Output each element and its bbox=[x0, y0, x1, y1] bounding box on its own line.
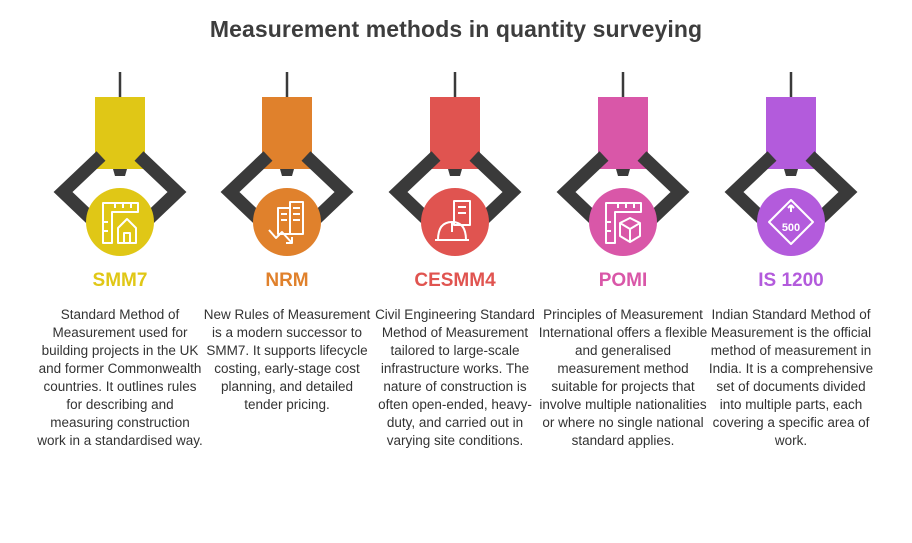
claw-graphic bbox=[220, 72, 354, 256]
sign-number: 500 bbox=[782, 222, 800, 234]
method-description: Principles of Measurement International … bbox=[538, 307, 708, 448]
method-name: NRM bbox=[265, 270, 309, 291]
claw-graphic bbox=[556, 72, 690, 256]
hardhat-building-icon bbox=[435, 200, 471, 241]
method-description: New Rules of Measurement is a modern suc… bbox=[203, 307, 371, 412]
method-card-is1200: 500 IS 1200 Indian Standard Method of Me… bbox=[706, 0, 876, 543]
ruler-house-icon bbox=[102, 202, 139, 244]
method-card-smm7: SMM7 Standard Method of Measurement used… bbox=[35, 0, 205, 543]
method-card-nrm: NRM New Rules of Measurement is a modern… bbox=[202, 0, 372, 543]
method-name: POMI bbox=[598, 270, 648, 291]
building-chart-icon bbox=[268, 201, 304, 244]
method-card-pomi: POMI Principles of Measurement Internati… bbox=[538, 0, 708, 543]
claw-graphic bbox=[388, 72, 522, 256]
method-name: SMM7 bbox=[92, 270, 148, 291]
claw-graphic bbox=[53, 72, 187, 256]
method-description: Standard Method of Measurement used for … bbox=[37, 307, 203, 448]
method-description: Civil Engineering Standard Method of Mea… bbox=[375, 307, 535, 448]
ruler-cube-icon bbox=[605, 202, 642, 244]
claw-graphic: 500 bbox=[724, 72, 858, 256]
sign-500-icon: 500 bbox=[768, 199, 814, 245]
method-name: IS 1200 bbox=[758, 270, 824, 291]
method-name: CESMM4 bbox=[414, 270, 496, 291]
diagram-title: Measurement methods in quantity surveyin… bbox=[209, 16, 703, 42]
method-description: Indian Standard Method of Measurement is… bbox=[708, 307, 874, 448]
method-card-cesmm4: CESMM4 Civil Engineering Standard Method… bbox=[370, 0, 540, 543]
